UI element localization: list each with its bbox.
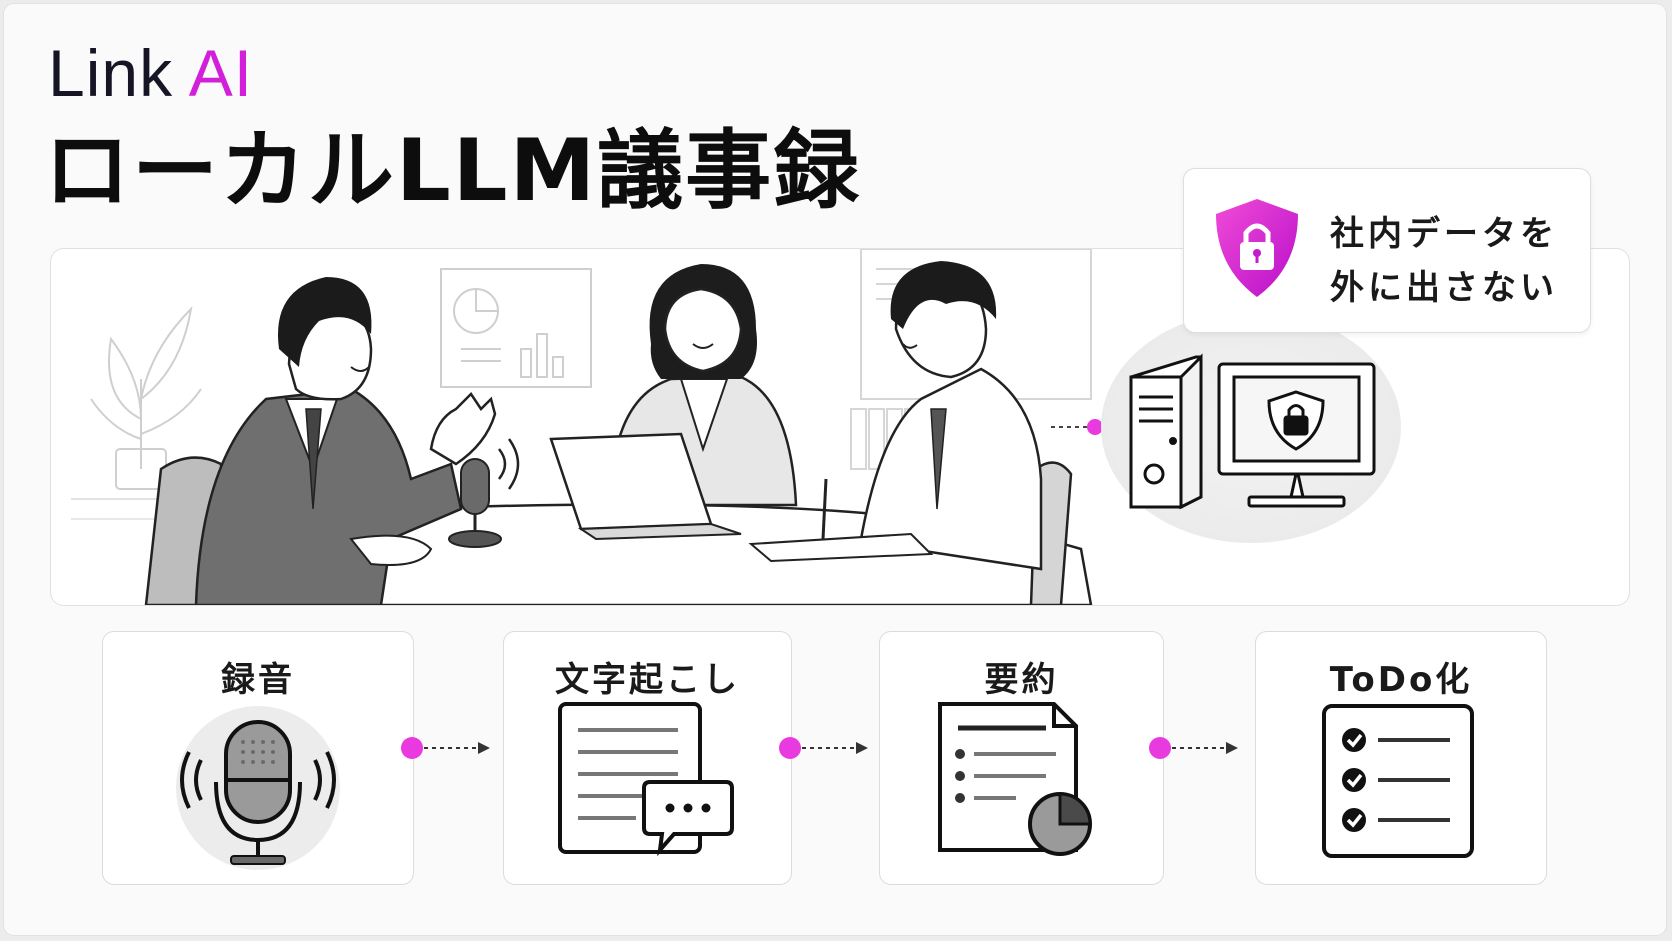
flow-arrow-3 [1149, 737, 1238, 759]
brand-logo: Link AI [48, 40, 253, 106]
table-microphone-icon [448, 438, 520, 548]
flow-arrow-2 [779, 737, 868, 759]
server-tower-icon [1129, 353, 1203, 510]
step-todo: ToDo化 [1255, 631, 1547, 885]
check-icon [1342, 768, 1366, 792]
check-icon [1342, 808, 1366, 832]
step-label: ToDo化 [1329, 660, 1473, 700]
step-transcription: 文字起こし [503, 631, 792, 885]
transcript-document-icon [558, 702, 734, 857]
flow-arrow-1 [401, 737, 490, 759]
speaking-man-figure [144, 277, 497, 605]
step-label: 要約 [984, 660, 1059, 700]
todo-checklist-icon [1322, 704, 1474, 858]
security-line1: 社内データを [1330, 214, 1558, 254]
microphone-icon [176, 706, 340, 870]
step-label: 文字起こし [555, 660, 740, 700]
page-title: ローカルLLM議事録 [44, 121, 862, 221]
security-line2: 外に出さない [1330, 268, 1558, 308]
brand-accent: AI [188, 36, 254, 110]
slide: Link AI ローカルLLM議事録 [4, 4, 1666, 935]
chart-poster-icon [440, 268, 592, 388]
meeting-illustration [71, 249, 1401, 605]
check-icon [1342, 728, 1366, 752]
step-recording: 録音 [102, 631, 414, 885]
writing-man-figure [748, 261, 1073, 605]
step-label: 録音 [221, 660, 295, 700]
woman-with-laptop-figure [549, 264, 798, 541]
shield-lock-icon [1216, 199, 1298, 297]
security-card: 社内データを 外に出さない [1183, 168, 1591, 333]
step-summary: 要約 [879, 631, 1164, 885]
secure-monitor-icon [1217, 362, 1376, 508]
summary-document-icon [938, 702, 1092, 856]
brand-name: Link [48, 36, 174, 110]
security-message: 社内データを 外に出さない [1330, 207, 1580, 315]
